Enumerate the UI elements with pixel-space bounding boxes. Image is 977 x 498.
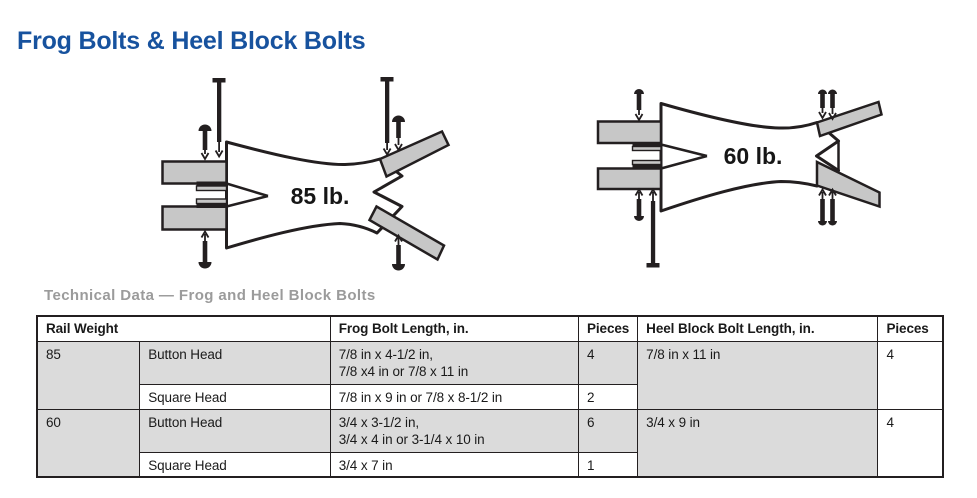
rail-top-left-85 — [161, 160, 228, 185]
cell-pieces: 1 — [577, 451, 639, 478]
heel-block-top-85 — [195, 181, 228, 192]
col-header-pieces-heel: Pieces — [877, 315, 944, 342]
cell-head-type: Square Head — [139, 383, 331, 410]
cell-frog-bolt-length: 3/4 x 3-1/2 in, 3/4 x 4 in or 3-1/4 x 10… — [329, 408, 579, 453]
bolt-arrow-up-top-right-85 — [392, 115, 405, 152]
bolt-arrows-down-bottom-right-60 — [818, 187, 837, 226]
technical-data-table: Rail Weight Frog Bolt Length, in. Pieces… — [36, 315, 944, 478]
wing-rail-top-right-60 — [815, 100, 883, 138]
section-heading: Technical Data — Frog and Heel Block Bol… — [44, 287, 376, 304]
diagram-label-85: 85 lb. — [291, 183, 350, 209]
col-header-heel-block-length: Heel Block Bolt Length, in. — [637, 315, 879, 342]
cell-pieces: 6 — [577, 408, 639, 453]
cell-heel-block-length: 3/4 x 9 in — [637, 408, 879, 478]
rail-bottom-left-85 — [161, 205, 228, 231]
bolt-arrow-down-bottom-left-60 — [634, 187, 644, 221]
cell-head-type: Square Head — [139, 451, 331, 478]
wing-rail-top-right-85 — [378, 129, 451, 179]
frog-diagram-85lb: 85 lb. — [161, 77, 451, 271]
cell-heel-block-length: 7/8 in x 11 in — [637, 340, 879, 410]
table-header-row: Rail Weight Frog Bolt Length, in. Pieces… — [36, 315, 944, 342]
bolt-arrow-down-bottom-left-85 — [198, 229, 212, 269]
wing-rail-bottom-right-85 — [367, 204, 446, 262]
bolt-pin-top-left-85 — [212, 78, 226, 159]
table-row-60-square-head: Square Head 3/4 x 7 in 1 — [37, 451, 943, 478]
heel-block-bottom-60 — [631, 159, 662, 169]
table-row-85-square-head: Square Head 7/8 in x 9 in or 7/8 x 8-1/2… — [37, 383, 943, 410]
cell-head-type: Button Head — [139, 408, 331, 453]
frog-body-85 — [225, 140, 404, 250]
heel-block-bottom-85 — [195, 198, 228, 208]
bolt-pin-bottom-left-60 — [646, 187, 660, 268]
page-title: Frog Bolts & Heel Block Bolts — [17, 27, 366, 55]
frog-body-60 — [659, 102, 840, 213]
frog-point-60 — [660, 143, 708, 170]
bolt-arrow-down-bottom-right-85 — [392, 233, 405, 271]
rail-top-left-60 — [596, 120, 663, 145]
col-header-rail-weight: Rail Weight — [36, 315, 331, 342]
cell-rail-weight-60: 60 — [36, 408, 141, 478]
bolt-pin-top-right-85 — [380, 77, 394, 157]
cell-frog-bolt-length: 7/8 in x 9 in or 7/8 x 8-1/2 in — [329, 383, 579, 410]
rail-bottom-left-60 — [596, 167, 663, 191]
cell-heel-pieces: 4 — [877, 340, 944, 410]
cell-rail-weight-85: 85 — [36, 340, 141, 410]
cell-frog-bolt-length: 7/8 in x 4-1/2 in, 7/8 x4 in or 7/8 x 11… — [329, 340, 579, 385]
heel-block-top-60 — [631, 143, 662, 152]
cell-heel-pieces: 4 — [877, 408, 944, 478]
frog-diagram-60lb: 60 lb. — [596, 89, 883, 268]
table-row-85-button-head: 85 Button Head 7/8 in x 4-1/2 in, 7/8 x4… — [36, 340, 944, 410]
diagram-label-60: 60 lb. — [724, 143, 783, 169]
bolt-arrow-up-top-left-85 — [198, 124, 212, 161]
col-header-pieces-frog: Pieces — [577, 315, 639, 342]
cell-frog-bolt-length: 3/4 x 7 in — [329, 451, 579, 478]
frog-point-85 — [226, 182, 269, 208]
cell-pieces: 4 — [577, 340, 639, 385]
bolt-arrow-up-top-left-60 — [634, 89, 644, 122]
cell-pieces: 2 — [577, 383, 639, 410]
table-row-60-button-head: 60 Button Head 3/4 x 3-1/2 in, 3/4 x 4 i… — [36, 408, 944, 478]
bolt-arrows-up-top-right-60 — [818, 89, 837, 121]
col-header-frog-bolt-length: Frog Bolt Length, in. — [329, 315, 579, 342]
wing-rail-bottom-right-60 — [815, 159, 881, 209]
cell-head-type: Button Head — [139, 340, 331, 385]
